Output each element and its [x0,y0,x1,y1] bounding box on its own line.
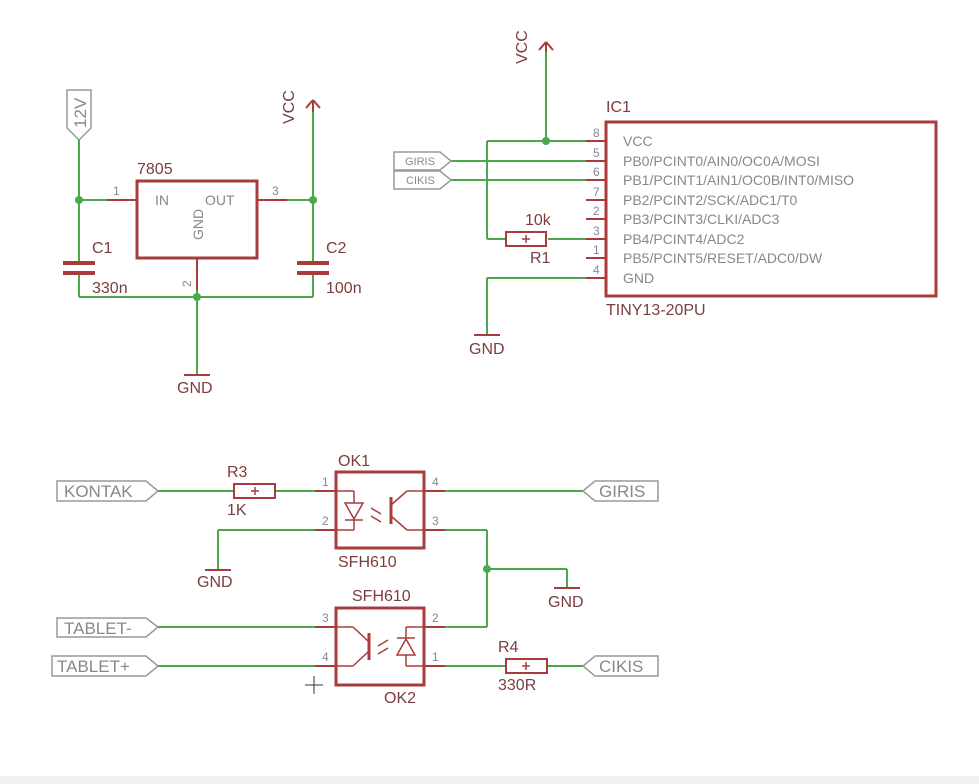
supply-12v-symbol: 12V [66,89,92,200]
gnd-label-mid: GND [548,594,584,611]
bottom-scroll-strip [0,776,979,784]
ok1-pin: 2 [322,514,329,528]
resistor-r3: R3 1K [227,464,276,519]
vcc-label-regulator: VCC [281,90,298,124]
regulator-name: 7805 [137,161,173,178]
capacitor-c2-name: C2 [326,240,347,257]
ic1-pin-number: 3 [593,224,600,238]
ic1-pin-number: 7 [593,185,600,199]
port-giris-label: GIRIS [599,482,645,501]
regulator-pin-out: OUT [205,192,235,208]
ok1-pin: 1 [322,475,329,489]
capacitor-c1-name: C1 [92,240,113,257]
optocoupler-section: KONTAK R3 1K OK1 SFH610 1 2 4 3 [51,453,659,707]
supply-12v-label: 12V [71,97,90,128]
port-tablet-plus: TABLET+ [51,655,160,677]
gnd-label-mcu: GND [469,341,505,358]
resistor-r1-value: 10k [525,212,552,229]
ok2-pin: 2 [432,611,439,625]
gnd-symbol-ok1: GND [197,569,233,591]
ic1-name: IC1 [606,99,631,116]
ic1-pin-name: PB2/PCINT2/SCK/ADC1/T0 [623,192,797,208]
ic1-pin-name: PB1/PCINT1/AIN1/OC0B/INT0/MISO [623,172,854,188]
port-giris-small: GIRIS [393,151,453,171]
resistor-r4-value: 330R [498,677,536,694]
ic1-pin-name: PB5/PCINT5/RESET/ADC0/DW [623,250,823,266]
ok1-phototransistor-icon [389,490,424,531]
resistor-r4: R4 330R [498,639,548,694]
ok1-pin: 4 [432,475,439,489]
regulator-pin-gnd: GND [190,209,206,240]
port-tablet-plus-label: TABLET+ [57,657,130,676]
ok2-led-icon [377,626,424,667]
resistor-r1-name: R1 [530,250,551,267]
regulator-pin-3: 3 [272,184,279,198]
port-cikis-small: CIKIS [393,170,453,190]
ok1-led-icon [336,490,382,531]
gnd-label-ok1: GND [197,574,233,591]
ic1-pin-number: 5 [593,146,600,160]
optocoupler-ok1: OK1 SFH610 1 2 4 3 [315,453,445,571]
capacitor-c2: C2 100n [297,240,362,297]
regulator-pin-in: IN [155,192,169,208]
port-kontak-label: KONTAK [64,482,133,501]
vcc-symbol-regulator: VCC [281,90,321,124]
ok2-pin: 3 [322,611,329,625]
ok2-phototransistor-icon [336,626,371,667]
ic1-pin-number: 6 [593,165,600,179]
ic1-pin-number: 4 [593,263,600,277]
ok2-pin: 1 [432,650,439,664]
capacitor-c1: C1 330n [63,240,128,297]
gnd-symbol-mcu: GND [469,334,505,358]
ic1-pin-name: PB3/PCINT3/CLKI/ADC3 [623,211,780,227]
vcc-symbol-mcu: VCC [514,30,554,64]
resistor-r4-name: R4 [498,639,519,656]
gnd-symbol-regulator: GND [177,374,213,397]
port-giris: GIRIS [581,480,659,502]
port-tablet-minus: TABLET- [56,617,160,638]
crosshair-cursor-icon [305,676,323,694]
resistor-r1: 10k R1 [505,212,552,267]
port-kontak: KONTAK [56,480,160,502]
regulator-7805: 7805 1 3 2 IN OUT GND [107,161,287,290]
ic1-pin-name: PB4/PCINT4/ADC2 [623,231,745,247]
ok1-pin: 3 [432,514,439,528]
port-cikis-label: CIKIS [599,657,643,676]
vcc-label-mcu: VCC [514,30,531,64]
capacitor-c1-value: 330n [92,280,128,297]
ok2-part: SFH610 [352,588,411,605]
port-tablet-minus-label: TABLET- [64,619,132,638]
regulator-pin-2: 2 [180,280,194,287]
resistor-r3-name: R3 [227,464,248,481]
port-cikis: CIKIS [581,655,659,677]
port-cikis-small-label: CIKIS [406,175,435,187]
gnd-symbol-mid: GND [548,587,584,611]
ok1-part: SFH610 [338,554,397,571]
ic1-pin-name: GND [623,270,654,286]
port-giris-small-label: GIRIS [405,156,435,168]
ic1-attiny13: IC1 TINY13-20PU 8 5 6 7 2 3 1 4 VCC PB0/… [586,99,938,319]
resistor-r3-value: 1K [227,502,247,519]
ic1-pin-number: 1 [593,243,600,257]
ic1-pin-number: 2 [593,204,600,218]
ic1-part: TINY13-20PU [606,302,706,319]
gnd-label-regulator: GND [177,380,213,397]
ic1-pin-name: PB0/PCINT0/AIN0/OC0A/MOSI [623,153,820,169]
microcontroller-section: VCC GIRIS CIKIS 10k R1 [393,30,938,358]
ok1-name: OK1 [338,453,370,470]
optocoupler-ok2: SFH610 OK2 3 4 2 1 [315,588,445,707]
ic1-pin-name: VCC [623,133,653,149]
ok2-name: OK2 [384,690,416,707]
power-supply-section: 12V VCC 7805 1 3 2 [63,89,362,397]
regulator-pin-1: 1 [113,184,120,198]
ic1-pin-number: 8 [593,126,600,140]
ok2-pin: 4 [322,650,329,664]
capacitor-c2-value: 100n [326,280,362,297]
